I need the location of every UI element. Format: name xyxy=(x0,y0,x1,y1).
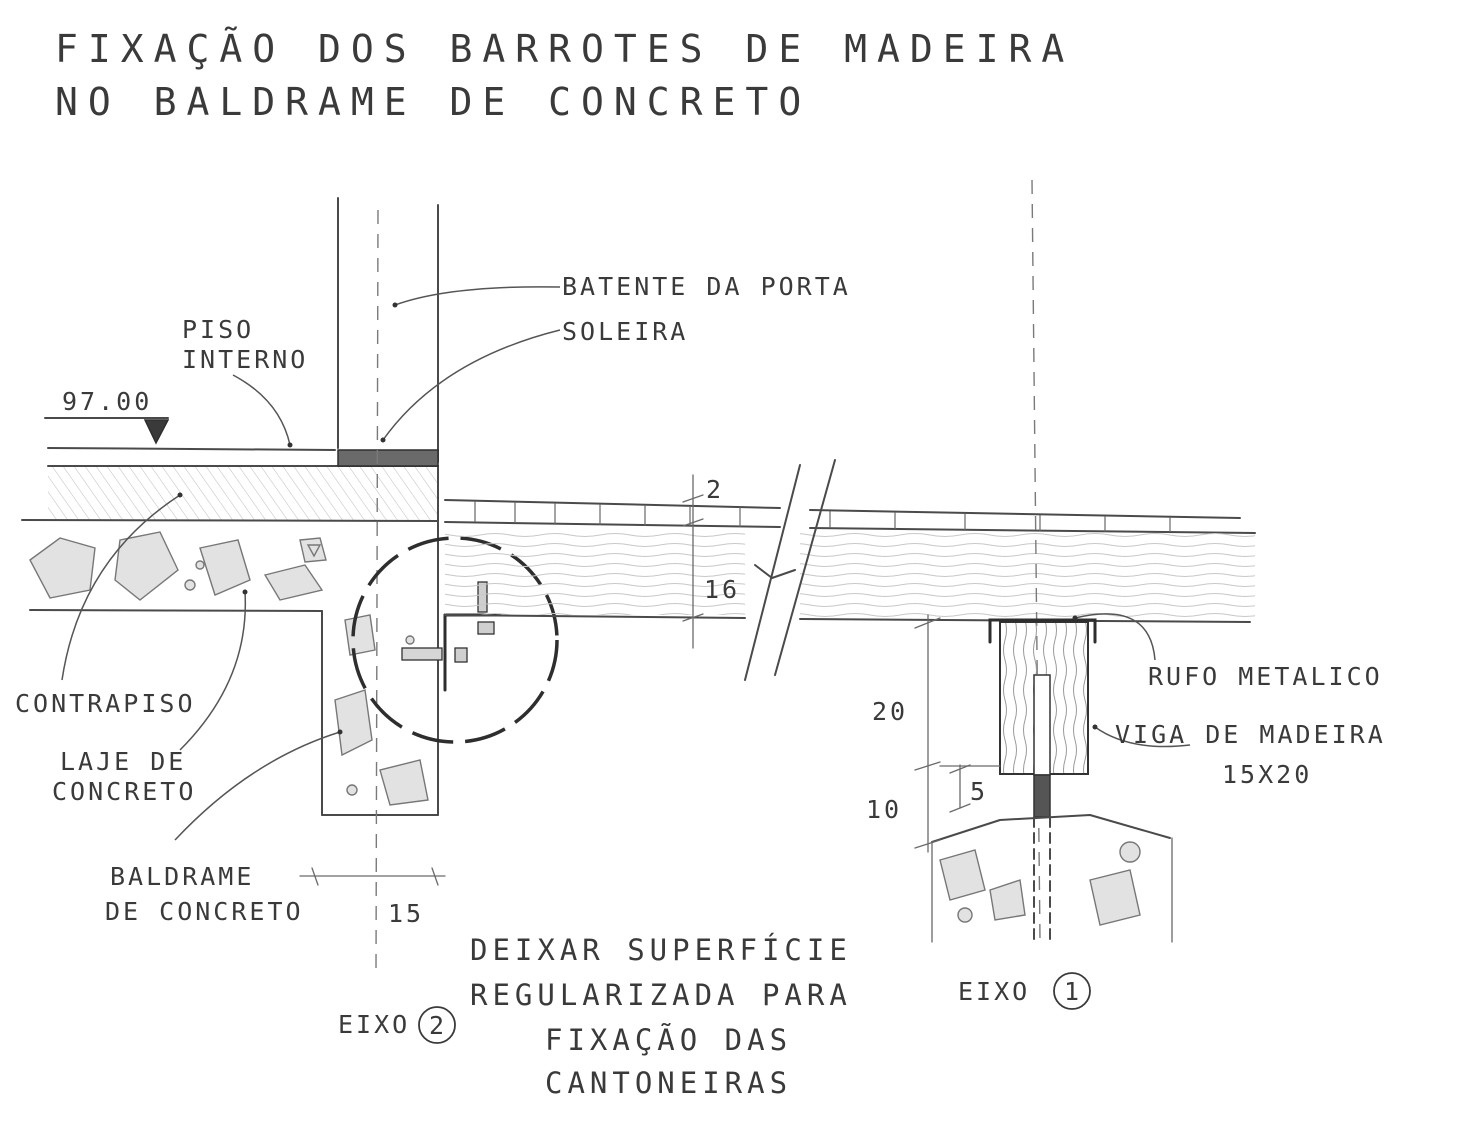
soleira-threshold xyxy=(337,449,439,467)
label-piso-1: PISO xyxy=(182,315,254,344)
axis-1-bubble xyxy=(1053,972,1091,1010)
break-line-1 xyxy=(744,464,801,681)
axis-2-bubble xyxy=(418,1006,456,1044)
dim-10: 10 xyxy=(866,795,902,824)
laje-bottom-line xyxy=(29,609,323,612)
label-laje-1: LAJE DE xyxy=(60,747,186,776)
title-line-1: FIXAÇÃO DOS BARROTES DE MADEIRA xyxy=(55,27,1074,71)
label-viga-2: 15X20 xyxy=(1222,760,1312,789)
wood-floor-section xyxy=(444,459,1256,681)
dimension-lines xyxy=(299,474,1001,886)
note-block: DEIXAR SUPERFÍCIE REGULARIZADA PARA FIXA… xyxy=(470,933,852,1100)
anchor-rod-gap xyxy=(1033,774,1051,818)
laje-aggregate xyxy=(29,531,327,601)
note-line-4: CANTONEIRAS xyxy=(545,1066,792,1100)
dim-15: 15 xyxy=(388,899,424,928)
joist-bottom-left xyxy=(444,614,746,619)
level-triangle-icon xyxy=(143,419,170,445)
interior-floor-section xyxy=(21,197,439,816)
note-line-2: REGULARIZADA PARA xyxy=(470,978,852,1012)
axis-2-label: EIXO xyxy=(338,1010,410,1039)
axis-2-line xyxy=(375,209,379,971)
label-laje-2: CONCRETO xyxy=(52,777,196,806)
labels: BATENTE DA PORTA SOLEIRA PISO INTERNO CO… xyxy=(15,272,1386,926)
floor-planks xyxy=(474,501,1171,532)
detail-callout-circle xyxy=(351,536,559,744)
dim-2: 2 xyxy=(706,475,724,504)
metal-flashing xyxy=(988,618,1097,644)
note-line-1: DEIXAR SUPERFÍCIE xyxy=(470,933,852,967)
interior-floor-line xyxy=(47,447,336,451)
leader-lines xyxy=(61,286,1191,841)
title-line-2: NO BALDRAME DE CONCRETO xyxy=(55,80,811,124)
anchor-rod-upper xyxy=(1033,674,1051,776)
dimension-texts: 2 16 20 5 10 15 xyxy=(388,475,988,928)
dim-5: 5 xyxy=(970,777,988,806)
dim-20: 20 xyxy=(872,697,908,726)
concrete-footing xyxy=(931,814,1173,943)
label-viga-1: VIGA DE MADEIRA xyxy=(1115,720,1386,749)
title-block: FIXAÇÃO DOS BARROTES DE MADEIRA NO BALDR… xyxy=(55,27,1074,124)
axis-1-marker: EIXO 1 xyxy=(958,972,1091,1010)
label-batente: BATENTE DA PORTA xyxy=(562,272,851,301)
axis-2-marker: EIXO 2 xyxy=(338,1006,456,1044)
wood-beam xyxy=(988,618,1097,941)
level-marker: 97.00 xyxy=(44,387,170,445)
level-value: 97.00 xyxy=(62,387,152,416)
label-baldrame-2: DE CONCRETO xyxy=(105,897,304,926)
label-rufo: RUFO METALICO xyxy=(1148,662,1383,691)
label-contrapiso: CONTRAPISO xyxy=(15,689,196,718)
label-soleira: SOLEIRA xyxy=(562,317,688,346)
note-line-3: FIXAÇÃO DAS xyxy=(545,1023,792,1057)
axis-2-number: 2 xyxy=(429,1011,447,1040)
axis-1-label: EIXO xyxy=(958,977,1030,1006)
dim-16: 16 xyxy=(704,575,740,604)
break-line-2 xyxy=(774,459,836,676)
label-piso-2: INTERNO xyxy=(182,345,308,374)
contrapiso-layer xyxy=(48,466,438,520)
label-baldrame-1: BALDRAME xyxy=(110,862,254,891)
axis-1-number: 1 xyxy=(1064,977,1082,1006)
